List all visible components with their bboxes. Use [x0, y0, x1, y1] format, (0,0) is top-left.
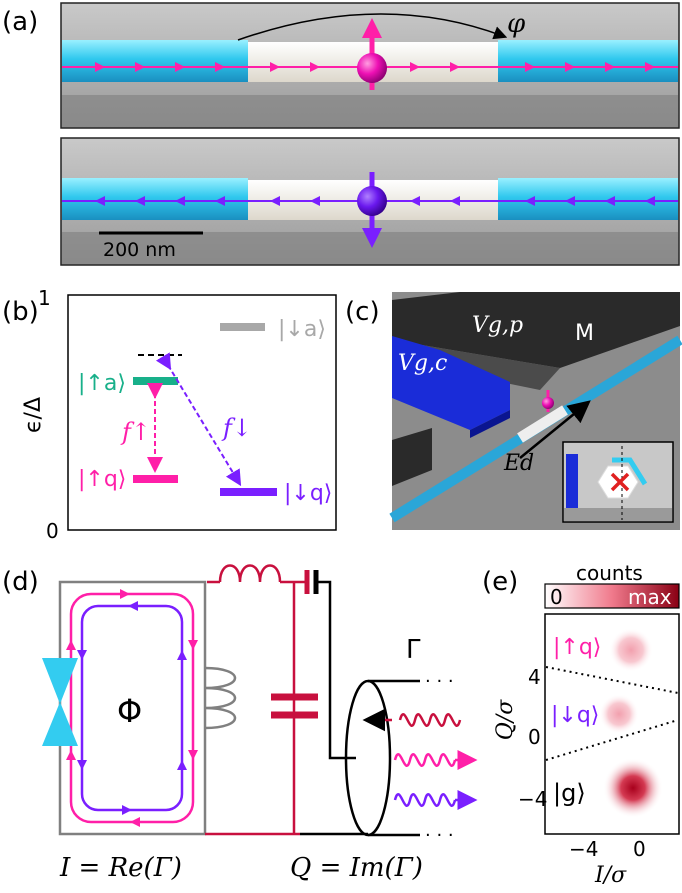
panel-e-label: (e) [482, 567, 518, 597]
y-tick-neg4: −4 [518, 787, 547, 811]
spin-up-arrow-icon [362, 18, 382, 38]
panel-c: (c) Vg,p M Vg,c Ed [340, 292, 682, 530]
level-down-a-label: |↓a⟩ [278, 317, 326, 342]
blob-ground [603, 758, 663, 818]
blob-up-q [609, 628, 653, 672]
f-down-label: f↓ [221, 414, 252, 442]
line-ellipsis-top: · · · [425, 671, 454, 692]
nanowire-junction [517, 405, 568, 443]
threshold-line-bottom [545, 719, 679, 761]
level-up-q-label: |↑q⟩ [78, 467, 126, 492]
superconductor-left-bottom [62, 178, 248, 220]
gate-vgp-label: Vg,p [472, 313, 523, 338]
flux-label: Φ [117, 692, 142, 730]
i-equation: I = Re(Γ) [59, 853, 182, 883]
phase-symbol: φ [507, 9, 526, 39]
state-down-label: |↓q⟩ [551, 703, 599, 728]
field-arrow [519, 400, 591, 459]
state-ground-label: |g⟩ [553, 779, 586, 807]
transition-f-down-arrow [155, 352, 242, 487]
feedline [318, 580, 356, 760]
superconductor-right-top [498, 40, 678, 82]
level-up-a-label: |↑a⟩ [78, 371, 126, 396]
blob-down-q [599, 694, 639, 734]
spin-down-arrow-icon [362, 228, 382, 248]
superconductor-right-bottom [498, 178, 678, 220]
panel-b: (b) 1 0 ϵ/Δ |↓a⟩ |↑a⟩ |↑q⟩ |↓q⟩ f↑ f↓ [2, 286, 337, 543]
panel-b-label: (b) [2, 297, 39, 327]
spin-ball-icon [542, 397, 554, 409]
josephson-junction-icon [42, 658, 78, 704]
x-tick-neg4: −4 [569, 837, 598, 861]
coupling-inductor-gray [204, 666, 237, 730]
y-bottom-tick: 0 [46, 519, 59, 543]
inductor-icon [218, 564, 282, 583]
reflected-pulse-down-icon [393, 792, 457, 808]
gate-vgp [392, 292, 680, 368]
panel-d-label: (d) [2, 567, 39, 597]
gate-vgc-label: Vg,c [398, 351, 447, 376]
colorbar-max: max [628, 585, 672, 609]
state-up-label: |↑q⟩ [553, 635, 601, 660]
panel-d: (d) Φ · · · · · · Γ [2, 564, 478, 883]
gamma-label: Γ [406, 635, 421, 665]
threshold-line-top [545, 666, 679, 694]
scale-bar-label: 200 nm [103, 239, 176, 261]
y-tick-4: 4 [528, 665, 541, 689]
y-top-tick: 1 [38, 286, 51, 310]
quasiparticle-down-ball [357, 186, 387, 216]
line-ellipsis-bottom: · · · [425, 825, 454, 846]
gate-vgc [392, 336, 510, 430]
left-moving-arrows [95, 196, 655, 206]
magnet-label: M [575, 321, 594, 346]
level-down-q-label: |↓q⟩ [284, 481, 332, 506]
i-axis-label: I/σ [594, 863, 627, 888]
phase-arc-arrow [237, 13, 508, 41]
quasiparticle-up-ball [357, 53, 387, 83]
panel-c-label: (c) [345, 297, 380, 327]
incoming-pulse-icon [398, 712, 462, 728]
inset-gate-bar [566, 454, 578, 508]
colorbar-title: counts [576, 561, 643, 585]
panel-a: (a) φ [2, 2, 680, 266]
q-axis-label: Q/σ [493, 699, 518, 740]
colorbar [544, 583, 680, 609]
panel-e: (e) counts 0 max |↑q⟩ |↓q⟩ |g⟩ 4 0 −4 Q/… [482, 561, 680, 888]
right-moving-arrows [95, 62, 655, 72]
f-up-label: f↑ [120, 418, 151, 446]
field-label: Ed [503, 451, 534, 476]
y-tick-0: 0 [528, 725, 541, 749]
q-equation: Q = Im(Γ) [290, 853, 423, 883]
energy-axis-label: ϵ/Δ [21, 397, 46, 433]
inset-cross-icon [610, 472, 630, 492]
x-tick-0: 0 [633, 837, 646, 861]
reflected-pulse-up-icon [393, 752, 457, 768]
panel-a-label: (a) [2, 7, 38, 37]
colorbar-min: 0 [550, 585, 563, 609]
superconductor-left-top [62, 40, 248, 82]
